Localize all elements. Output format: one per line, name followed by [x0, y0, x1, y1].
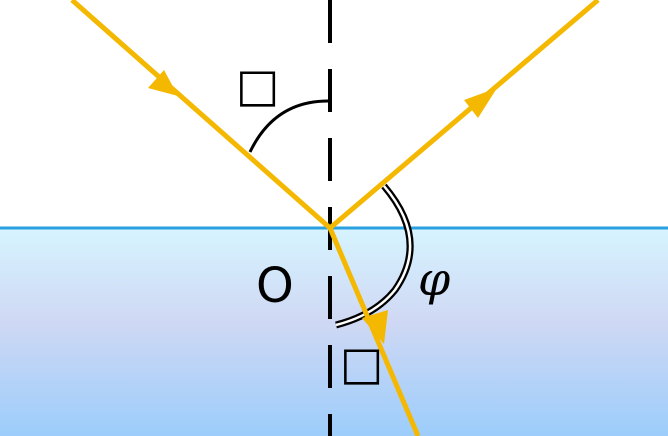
reflected-ray: [328, 0, 600, 230]
refracted-arrowhead: [362, 310, 388, 344]
phi-label: φ: [418, 252, 451, 306]
incidence-angle-label: □: [236, 58, 280, 112]
incident-ray: [70, 0, 332, 230]
phi-angle-arc-inner: [335, 185, 412, 327]
water-region: [0, 228, 668, 436]
incidence-angle-arc: [248, 99, 331, 153]
point-o-label: O: [256, 258, 294, 314]
refraction-angle-label: □: [340, 336, 384, 390]
incident-arrowhead: [148, 70, 178, 96]
reflected-arrowhead: [464, 88, 497, 118]
